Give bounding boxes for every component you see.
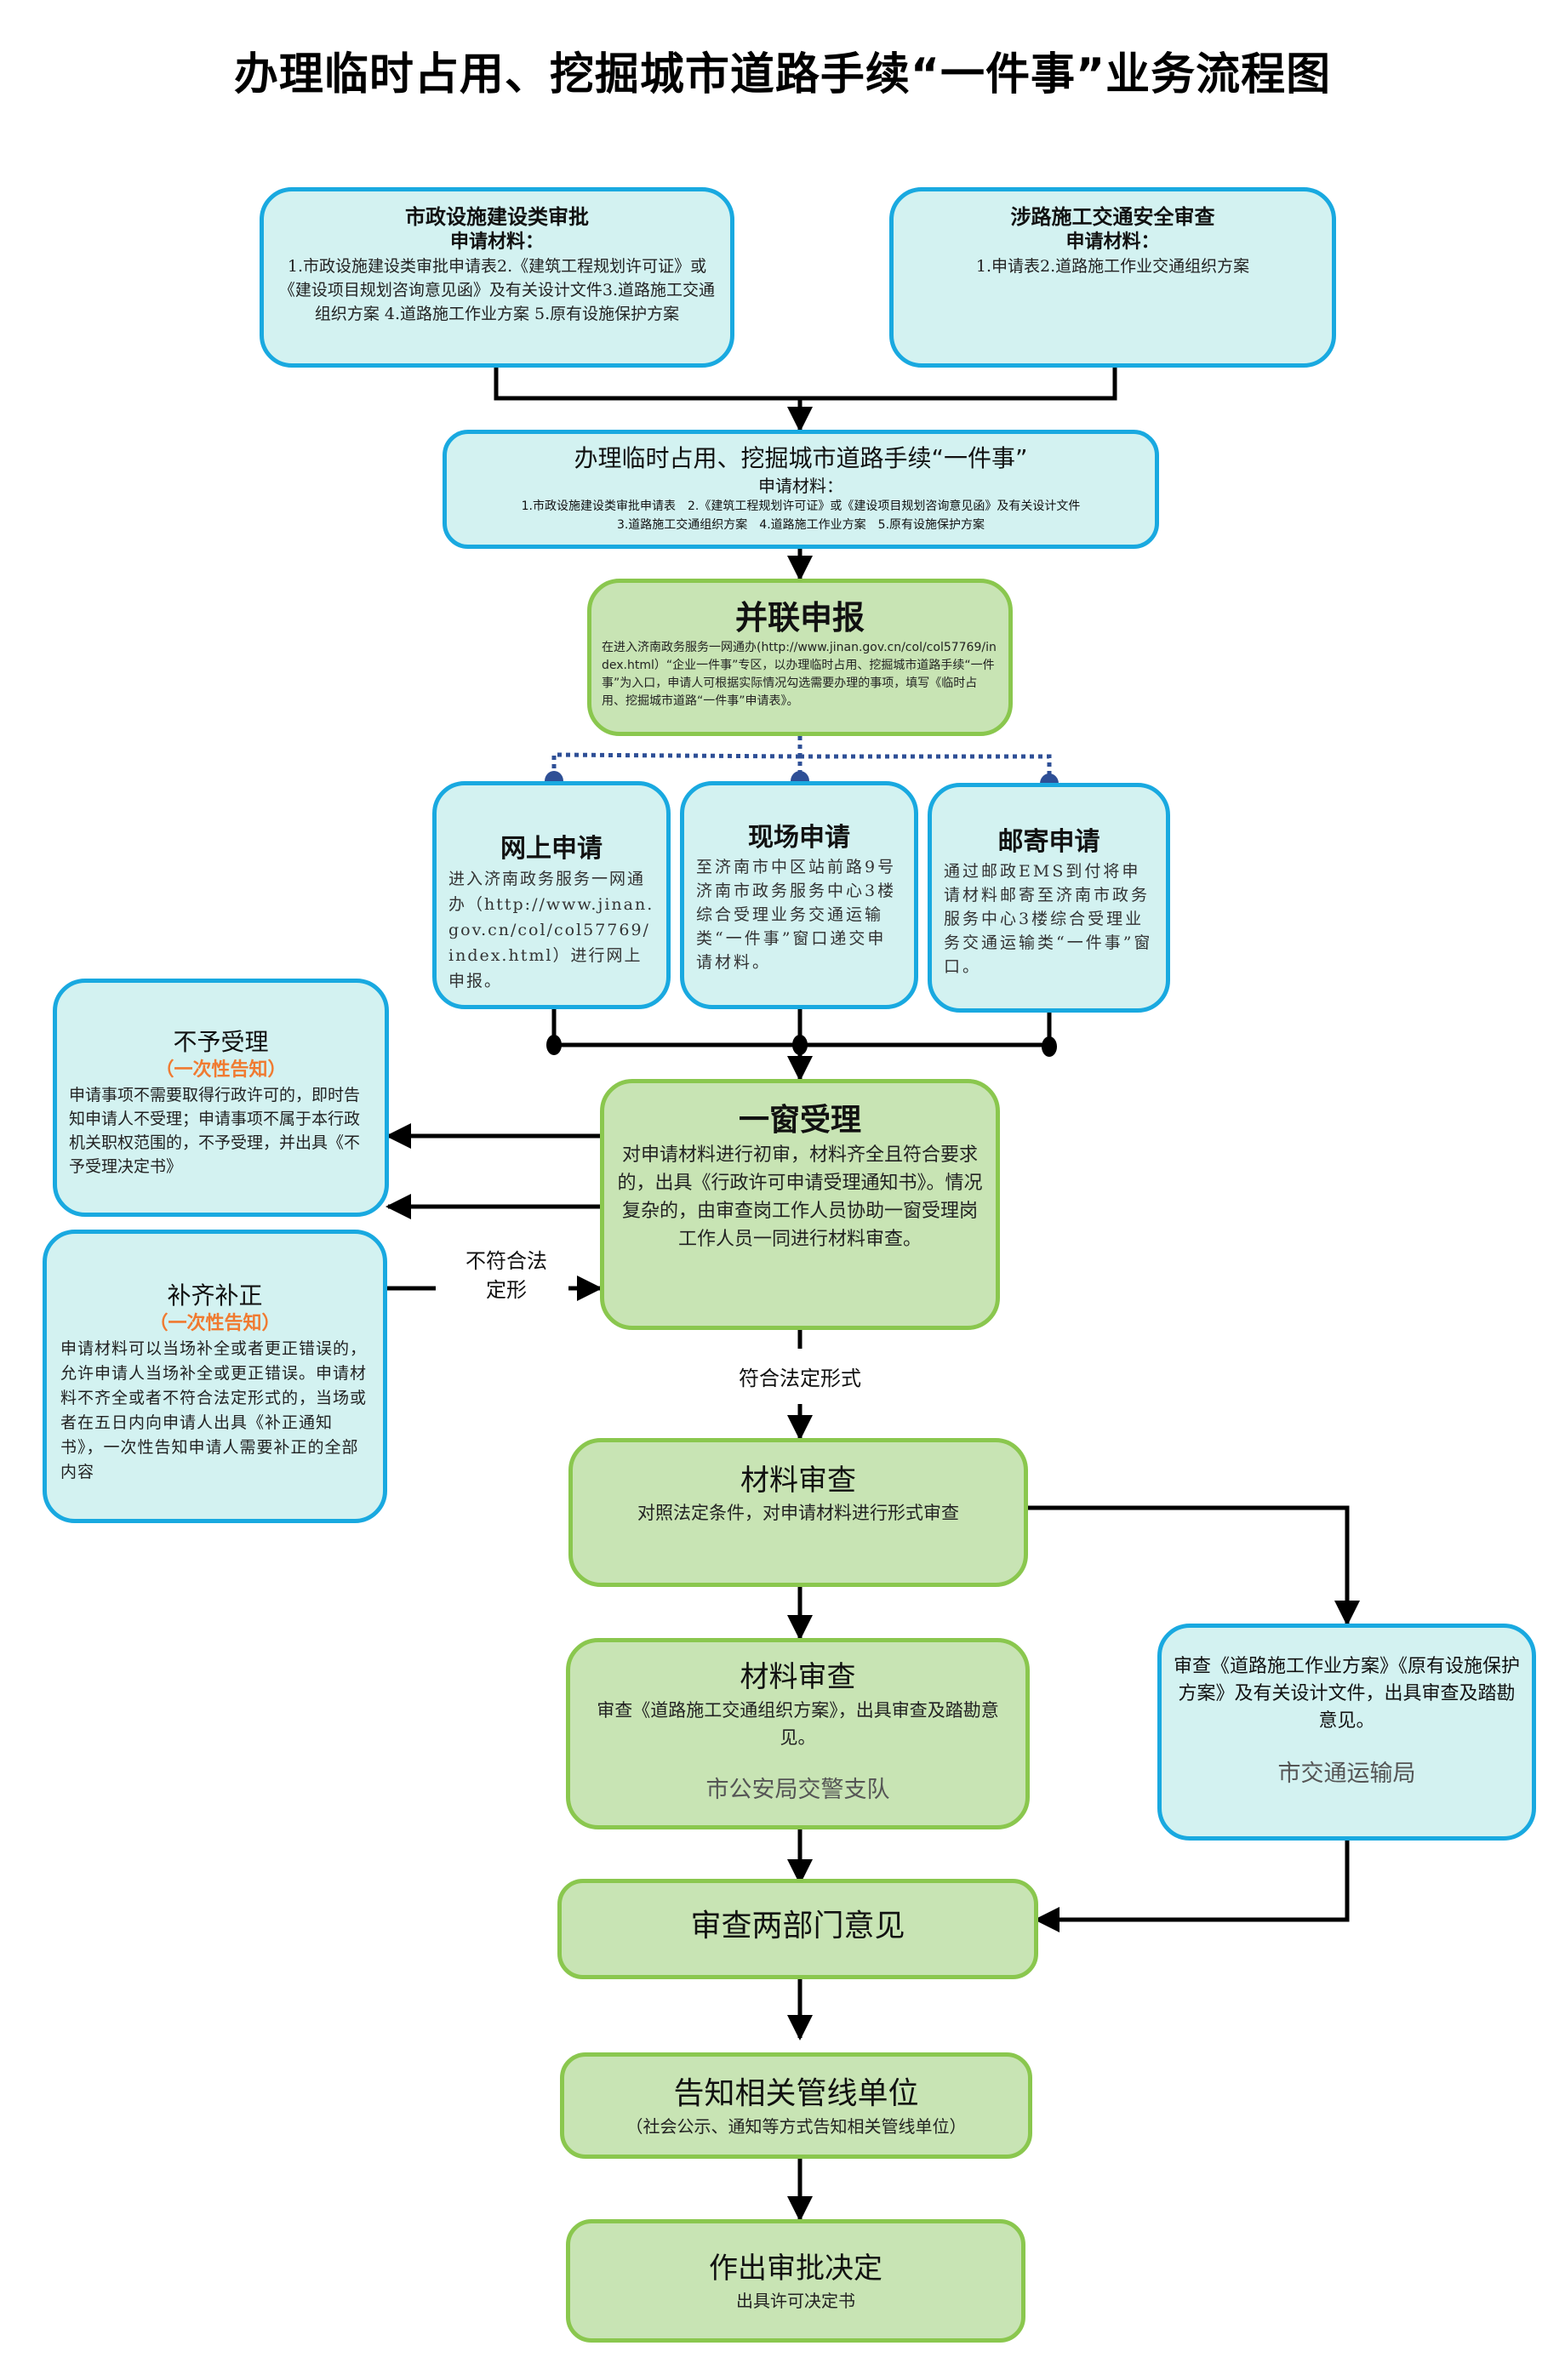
parallel-application-title: 并联申报 [734,599,865,636]
parallel-application-body: 在进入济南政务服务一网通办(http://www.jinan.gov.cn/co… [602,641,997,708]
municipal-approval-box: 市政设施建设类审批 申请材料： 1.市政设施建设类审批申请表2.《建筑工程规划许… [260,187,734,368]
connector-municipal-merge [494,362,1117,401]
mail-application-box: 邮寄申请 通过邮政EMS到付将申请材料邮寄至济南市政务服务中心3楼综合受理业务交… [928,783,1170,1013]
approval-decision-body: 出具许可决定书 [736,2291,855,2311]
material-review-2-body: 审查《道路施工交通组织方案》，出具审查及踏勘意见。 [597,1700,999,1748]
notify-pipeline-units-title: 告知相关管线单位 [673,2076,919,2111]
dotted-connector-right [800,754,1052,780]
junction-dot-online [546,1035,562,1055]
material-review-box-1: 材料审查 对照法定条件，对申请材料进行形式审查 [568,1438,1028,1587]
material-review-1-body: 对照法定条件，对申请材料进行形式审查 [637,1503,959,1523]
supplement-title: 补齐补正 [167,1281,263,1310]
rejection-note: （一次性告知） [155,1059,287,1081]
supplement-note: （一次性告知） [149,1313,281,1334]
one-window-acceptance-box: 一窗受理 对申请材料进行初审，材料齐全且符合要求的，出具《行政许可申请受理通知书… [600,1079,1000,1330]
supplement-box: 补齐补正 （一次性告知） 申请材料可以当场补全或者更正错误的，允许申请人当场补全… [43,1230,387,1523]
notify-pipeline-units-body: （社会公示、通知等方式告知相关管线单位） [625,2116,967,2137]
junction-dot-mail [1042,1036,1057,1057]
two-department-review-box: 审查两部门意见 [557,1879,1038,1979]
arrow-transport-to-two-dept [1034,1838,1350,1932]
junction-dot-onsite [792,1035,808,1055]
material-review-2-title: 材料审查 [740,1660,856,1694]
one-thing-materials-line1: 1.市政设施建设类审批申请表 2.《建筑工程规划许可证》或《建设项目规划咨询意见… [521,499,1081,513]
edge-label-conform: 符合法定形式 [739,1367,861,1390]
arrow-to-transport [1025,1505,1360,1626]
online-application-box: 网上申请 进入济南政务服务一网通办（http://www.jinan.gov.c… [432,781,671,1009]
onsite-application-box: 现场申请 至济南市中区站前路9号济南市政务服务中心3楼综合受理业务交通运输类“一… [680,781,918,1009]
municipal-approval-title: 市政设施建设类审批 [405,205,589,229]
one-window-acceptance-body: 对申请材料进行初审，材料齐全且符合要求的，出具《行政许可申请受理通知书》。情况复… [617,1144,983,1250]
one-thing-subtitle: 申请材料： [758,476,843,496]
page-title: 办理临时占用、挖掘城市道路手续“一件事”业务流程图 [233,49,1332,100]
online-application-title: 网上申请 [500,834,603,864]
rejection-body: 申请事项不需要取得行政许可的，即时告知申请人不受理；申请事项不属于本行政机关职权… [69,1086,361,1176]
material-review-box-2: 材料审查 审查《道路施工交通组织方案》，出具审查及踏勘意见。 市公安局交警支队 [566,1638,1030,1829]
traffic-safety-review-title: 涉路施工交通安全审查 [1010,205,1215,229]
material-review-1-title: 材料审查 [740,1464,856,1498]
traffic-safety-review-box: 涉路施工交通安全审查 申请材料： 1.申请表2.道路施工作业交通组织方案 [889,187,1336,368]
municipal-approval-materials: 1.市政设施建设类审批申请表2.《建筑工程规划许可证》或《建设项目规划咨询意见函… [278,257,716,323]
supplement-body: 申请材料可以当场补全或者更正错误的，允许申请人当场补全或更正错误。申请材料不齐全… [60,1339,368,1481]
approval-decision-box: 作出审批决定 出具许可决定书 [566,2219,1025,2343]
one-window-acceptance-title: 一窗受理 [738,1103,861,1138]
rejection-title: 不予受理 [173,1028,269,1056]
parallel-application-box: 并联申报 在进入济南政务服务一网通办(http://www.jinan.gov.… [587,579,1013,736]
notify-pipeline-units-box: 告知相关管线单位 （社会公示、通知等方式告知相关管线单位） [560,2052,1032,2159]
mail-application-title: 邮寄申请 [997,827,1100,857]
one-thing-box: 办理临时占用、挖掘城市道路手续“一件事” 申请材料： 1.市政设施建设类审批申请… [443,430,1159,549]
onsite-application-body: 至济南市中区站前路9号济南市政务服务中心3楼综合受理业务交通运输类“一件事”窗口… [696,858,897,972]
traffic-police-department: 市公安局交警支队 [705,1777,890,1803]
one-thing-title: 办理临时占用、挖掘城市道路手续“一件事” [574,444,1028,472]
transport-bureau-department: 市交通运输局 [1277,1761,1416,1787]
onsite-application-title: 现场申请 [748,823,850,853]
one-thing-materials-line2: 3.道路施工交通组织方案 4.道路施工作业方案 5.原有设施保护方案 [616,518,985,532]
two-department-review-title: 审查两部门意见 [690,1909,905,1943]
mail-application-body: 通过邮政EMS到付将申请材料邮寄至济南市政务服务中心3楼综合受理业务交通运输类“… [944,862,1153,976]
traffic-safety-review-subtitle: 申请材料： [1065,231,1160,253]
dotted-connector-left [551,752,801,777]
edge-label-not-conform: 不符合法定形 [466,1249,547,1302]
approval-decision-title: 作出审批决定 [709,2252,882,2286]
municipal-approval-subtitle: 申请材料： [449,231,544,253]
traffic-safety-review-materials: 1.申请表2.道路施工作业交通组织方案 [975,257,1250,276]
online-application-body: 进入济南政务服务一网通办（http://www.jinan.gov.cn/col… [448,870,654,990]
transport-bureau-body: 审查《道路施工作业方案》《原有设施保护方案》及有关设计文件，出具审查及踏勘意见。 [1173,1656,1520,1732]
transport-bureau-box: 审查《道路施工作业方案》《原有设施保护方案》及有关设计文件，出具审查及踏勘意见。… [1157,1624,1536,1841]
rejection-box: 不予受理 （一次性告知） 申请事项不需要取得行政许可的，即时告知申请人不受理；申… [53,979,389,1217]
